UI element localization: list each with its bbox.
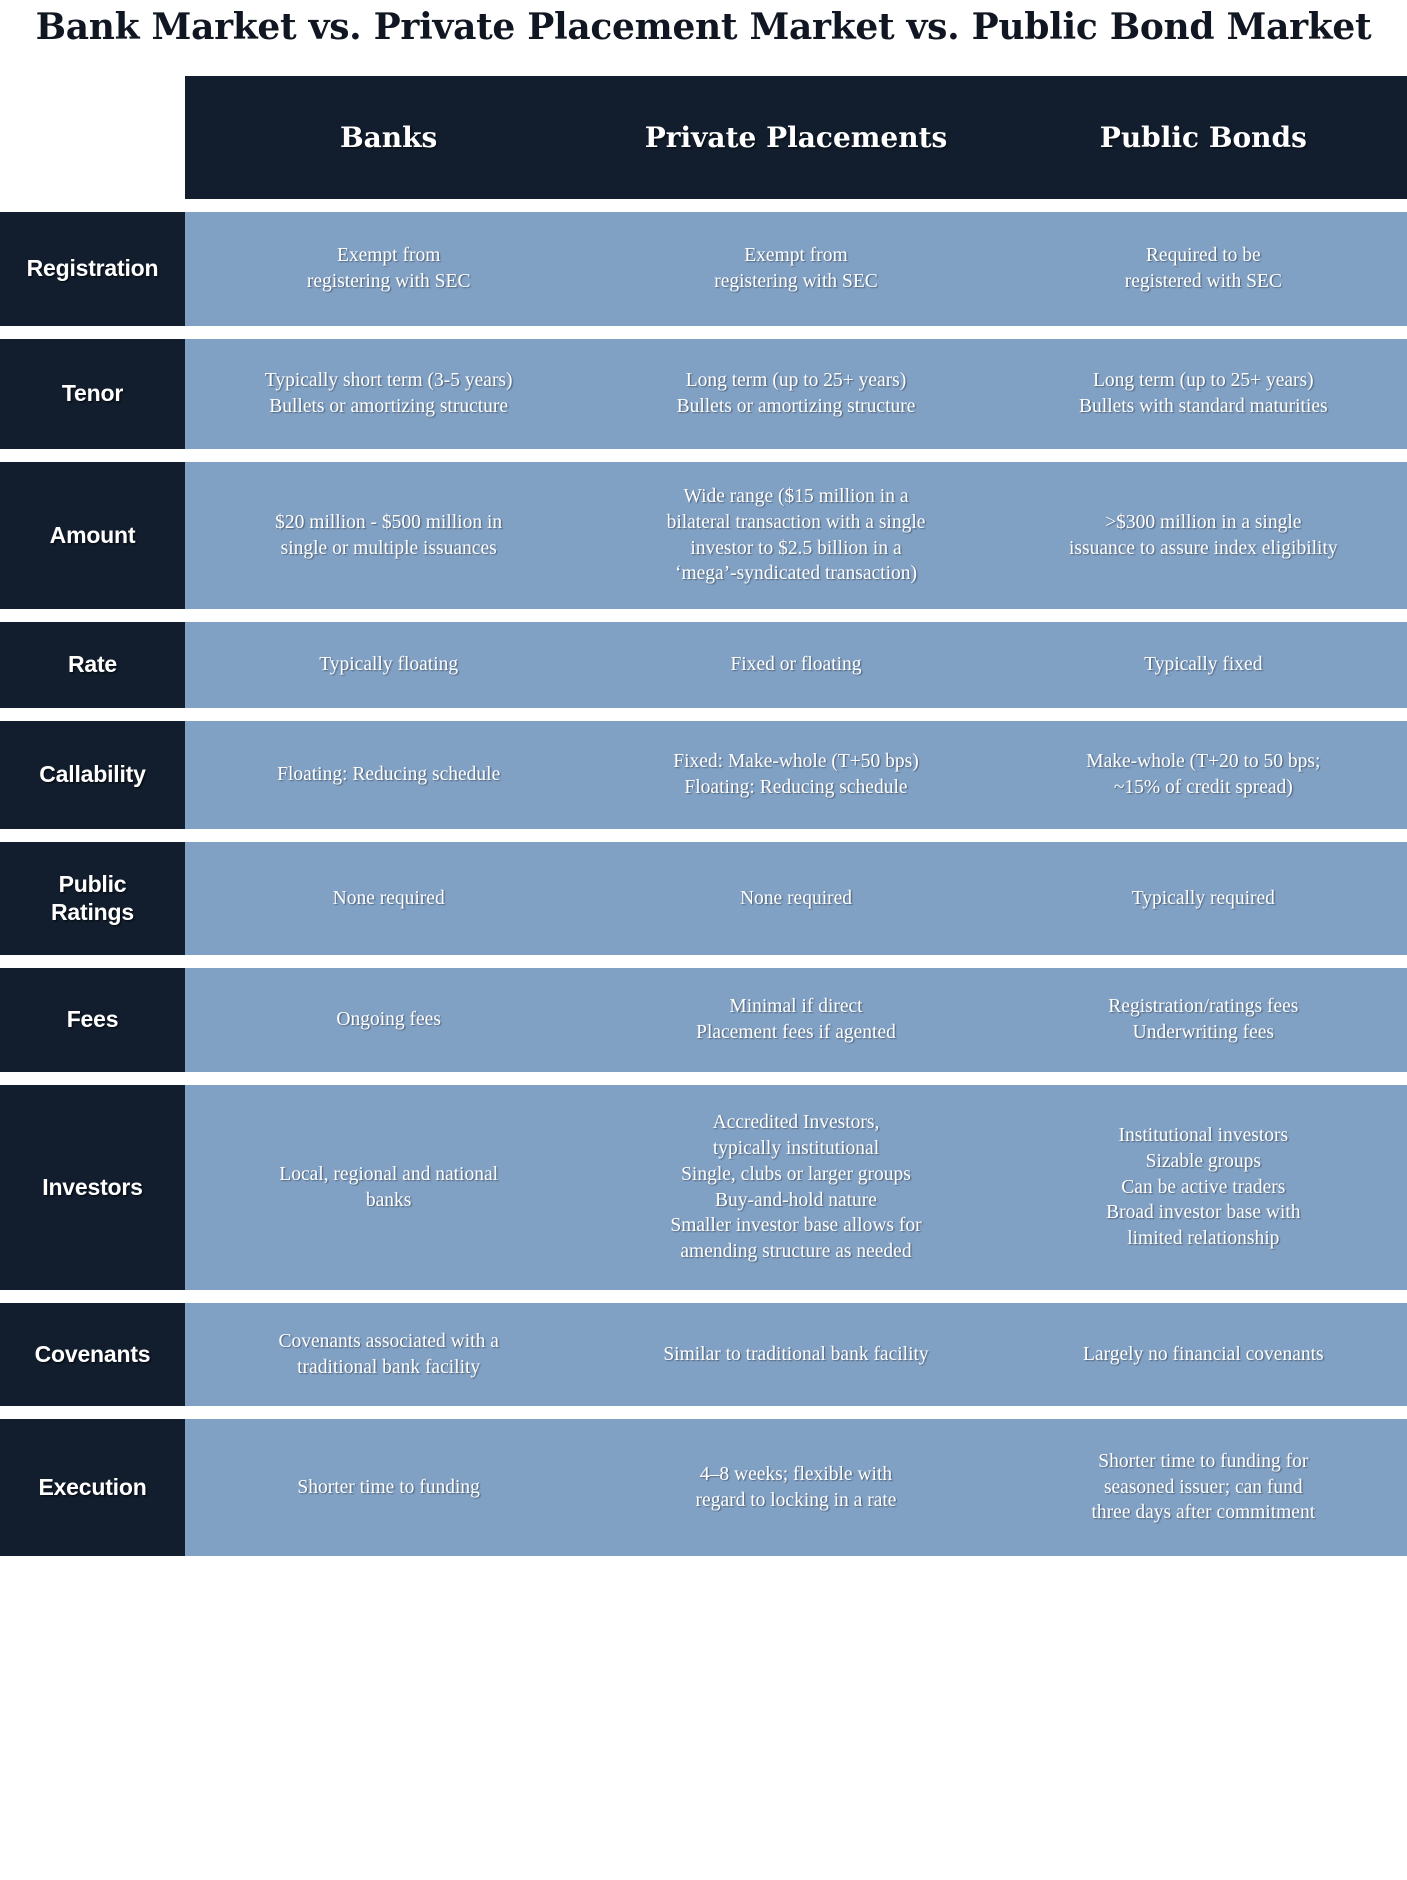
table-cell: Fixed or floating [730,654,862,676]
row-label-fees: Fees [0,968,185,1072]
table-cell: Long term (up to 25+ years)Bullets or am… [676,370,916,417]
row-cells: Shorter time to funding 4–8 weeks; flexib… [185,1419,1407,1556]
table-row: Execution Shorter time to funding 4–8 week… [0,1419,1407,1556]
table-cell: Floating: Reducing schedule [277,764,501,786]
table-header-row: Banks Private Placements Public Bonds [0,76,1407,199]
column-header-banks: Banks [339,120,438,154]
table-cell: Shorter time to funding [297,1476,480,1498]
table-cell: Largely no financial covenants [1083,1343,1324,1365]
row-label-amount: Amount [0,462,185,609]
header-corner-cell [0,76,185,199]
table-cell: Typically required [1131,887,1275,909]
table-cell: Accredited Investors,typically instituti… [670,1111,922,1263]
header-columns: Banks Private Placements Public Bonds [185,76,1407,199]
row-cells: None required None required Typically requ… [185,842,1407,955]
table-cell: Make-whole (T+20 to 50 bps;~15% of credi… [1086,751,1321,798]
row-label-registration: Registration [0,212,185,326]
row-cells: Typically short term (3-5 years)Bullets … [185,339,1407,449]
row-cells: Floating: Reducing schedule Fixed: Make-w… [185,721,1407,829]
table-cell: None required [739,887,853,909]
table-cell: Typically short term (3-5 years)Bullets … [264,370,513,417]
table-cell: Fixed: Make-whole (T+50 bps)Floating: Re… [673,751,919,798]
table-row: Tenor Typically short term (3-5 years)Bul… [0,339,1407,449]
page-title: Bank Market vs. Private Placement Market… [35,6,1372,48]
table-cell: Long term (up to 25+ years)Bullets with … [1079,370,1328,417]
table-cell: Typically floating [319,654,459,676]
table-cell: Ongoing fees [336,1009,441,1031]
column-header-public-bonds: Public Bonds [1099,120,1307,154]
row-label-covenants: Covenants [0,1303,185,1406]
row-label-tenor: Tenor [0,339,185,449]
row-label-execution: Execution [0,1419,185,1556]
row-label-investors: Investors [0,1085,185,1290]
column-header-private-placements: Private Placements [644,120,948,154]
row-cells: Typically floating Fixed or floating Typic… [185,622,1407,708]
row-label-callability: Callability [0,721,185,829]
table-row: Callability Floating: Reducing schedule Fi… [0,721,1407,829]
table-cell: None required [332,887,445,909]
table-cell: Typically fixed [1144,654,1263,676]
row-label-rate: Rate [0,622,185,708]
table-cell: Similar to traditional bank facility [663,1343,929,1365]
